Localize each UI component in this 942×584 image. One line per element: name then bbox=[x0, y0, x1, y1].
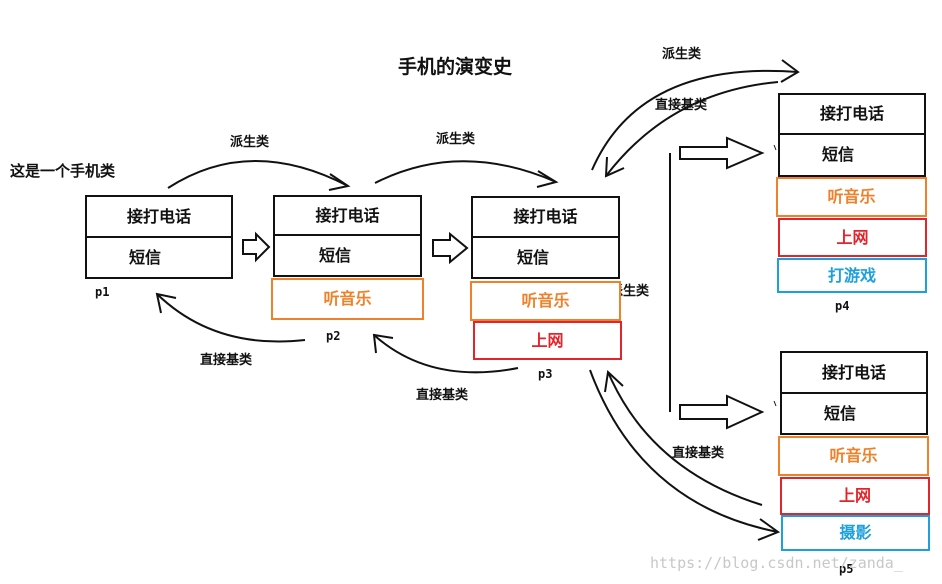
arrowhead bbox=[536, 170, 559, 188]
watermark: https://blog.csdn.net/zanda_ bbox=[650, 554, 903, 572]
feature-cell: 短信 bbox=[780, 392, 928, 435]
feature-cell: 上网 bbox=[473, 321, 622, 360]
arrowhead bbox=[372, 333, 394, 354]
tick-mark bbox=[773, 144, 777, 151]
feature-cell: 接打电话 bbox=[85, 195, 233, 238]
derive-arrow-p2-p3 bbox=[374, 160, 557, 184]
arrowhead bbox=[604, 369, 624, 393]
feature-cell: 上网 bbox=[778, 218, 927, 257]
feature-cell: 听音乐 bbox=[776, 177, 927, 217]
relation-label: 直接基类 bbox=[200, 353, 253, 368]
feature-cell: 短信 bbox=[471, 236, 620, 279]
relation-label: 派生类 bbox=[230, 135, 270, 150]
derive-arrow-p3-p5 bbox=[589, 369, 779, 533]
feature-cell: 听音乐 bbox=[778, 436, 929, 476]
derive-arrow-p3-p4 bbox=[591, 69, 799, 171]
base-arrow-p3-p2 bbox=[373, 334, 519, 374]
arrowhead bbox=[155, 292, 177, 314]
phone-id-label: p3 bbox=[538, 367, 553, 381]
feature-cell: 打游戏 bbox=[777, 258, 927, 293]
feature-cell: 听音乐 bbox=[271, 278, 424, 320]
block-arrow-p1-p2 bbox=[242, 231, 271, 263]
block-arrow-p2-p3 bbox=[432, 231, 469, 265]
diagram-title: 手机的演变史 bbox=[398, 56, 513, 78]
tick-mark bbox=[773, 400, 777, 407]
feature-cell: 摄影 bbox=[781, 515, 930, 551]
relation-label: 直接基类 bbox=[672, 446, 725, 461]
phone-id-label: p2 bbox=[326, 329, 341, 343]
block-arrow-to-p4 bbox=[679, 136, 765, 170]
derive-arrow-p1-p2 bbox=[167, 160, 349, 189]
base-arrow-p5-p3 bbox=[607, 371, 763, 506]
phone-id-label: p1 bbox=[95, 285, 110, 299]
phone-id-label: p5 bbox=[839, 562, 854, 576]
feature-cell: 接打电话 bbox=[780, 351, 928, 394]
base-arrow-p2-p1 bbox=[156, 293, 306, 343]
intro-note: 这是一个手机类 bbox=[10, 162, 116, 180]
arrowhead bbox=[780, 59, 800, 83]
feature-cell: 接打电话 bbox=[471, 196, 620, 238]
feature-cell: 短信 bbox=[778, 133, 926, 177]
feature-cell: 上网 bbox=[780, 477, 930, 515]
feature-cell: 听音乐 bbox=[470, 281, 621, 321]
arrowhead bbox=[757, 518, 781, 541]
arrowhead bbox=[328, 173, 351, 191]
feature-cell: 短信 bbox=[85, 236, 233, 279]
phone-id-label: p4 bbox=[835, 299, 850, 313]
arrowhead bbox=[604, 156, 625, 178]
relation-label: 派生类 bbox=[662, 47, 702, 62]
relation-label: 直接基类 bbox=[416, 388, 469, 403]
relation-label: 派生类 bbox=[436, 132, 476, 147]
feature-cell: 短信 bbox=[273, 234, 422, 277]
feature-cell: 接打电话 bbox=[273, 195, 422, 236]
block-arrow-to-p5 bbox=[679, 394, 765, 430]
feature-cell: 接打电话 bbox=[778, 93, 926, 135]
base-arrow-p4-p3 bbox=[605, 81, 779, 177]
relation-label: 直接基类 bbox=[655, 98, 708, 113]
